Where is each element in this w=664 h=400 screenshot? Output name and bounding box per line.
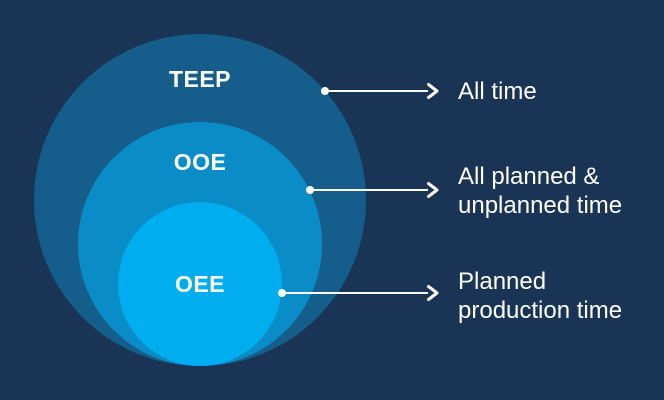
arrow-right-icon — [427, 285, 439, 301]
callout-line: All time — [458, 78, 537, 105]
oee-circle — [118, 202, 282, 366]
oee-label: OEE — [174, 271, 226, 297]
teep-label: TEEP — [168, 66, 232, 92]
callout-label-all-planned-unplanned-time: All planned & unplanned time — [458, 162, 622, 220]
arrow-line — [325, 90, 428, 92]
callout-label-all-time: All time — [458, 77, 537, 106]
callout-line: production time — [458, 297, 623, 324]
callout-label-planned-production-time: Planned production time — [458, 267, 622, 325]
arrow-right-icon — [427, 83, 439, 99]
callout-line: unplanned time — [458, 192, 623, 219]
arrow-line — [282, 292, 428, 294]
arrow-line — [310, 189, 428, 191]
arrow-right-icon — [427, 182, 439, 198]
callout-line: All planned & — [458, 163, 600, 190]
callout-line: Planned — [458, 268, 547, 295]
ooe-label: OOE — [173, 149, 227, 175]
